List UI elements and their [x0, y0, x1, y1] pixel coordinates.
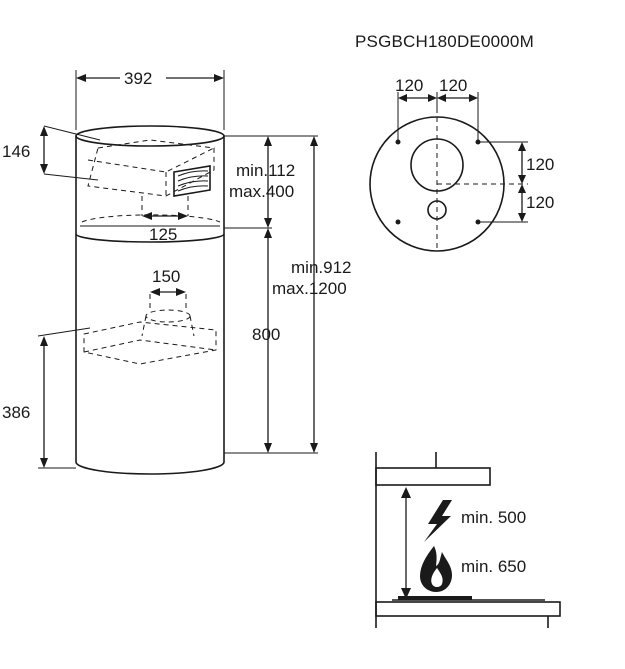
dim-outlet-width: 150 — [150, 267, 186, 296]
dim-chimney: min.112 max.400 — [224, 135, 318, 229]
plate-spacing-lower: 120 — [526, 193, 554, 212]
hood-top-ellipse — [75, 125, 225, 147]
dim-plate-horizontal: 120 120 — [395, 76, 479, 140]
cooktop — [375, 601, 561, 617]
flame-icon — [420, 546, 452, 592]
lightning-icon — [424, 500, 452, 542]
screw-hole — [475, 219, 481, 225]
gas-clearance-label: min. 650 — [461, 557, 526, 576]
plate-spacing-right: 120 — [439, 76, 467, 95]
duct-height-label: 146 — [2, 142, 30, 161]
model-code: PSGBCH180DE0000M — [355, 32, 534, 51]
electric-clearance-label: min. 500 — [461, 508, 526, 527]
vent-grille-icon — [173, 165, 211, 197]
dim-plate-vertical: 120 120 — [480, 141, 554, 223]
chimney-min-label: min.112 — [236, 161, 295, 180]
body-height-label: 800 — [252, 325, 280, 344]
total-min-label: min.912 — [291, 258, 351, 277]
chimney-max-label: max.400 — [229, 182, 294, 201]
chimney-joint-arc — [75, 233, 225, 243]
screw-hole — [395, 219, 401, 225]
dim-diameter: 392 — [75, 69, 225, 130]
screw-hole — [395, 139, 401, 145]
hood-side-view — [75, 125, 225, 475]
dim-duct-height: 146 — [2, 125, 101, 181]
hood-bottom-arc — [75, 461, 225, 475]
outlet-width-label: 150 — [152, 267, 180, 286]
outlet-height-label: 386 — [2, 403, 30, 422]
dim-total-height: min.912 max.1200 — [224, 136, 351, 454]
clearance-diagram: min. 500 min. 650 — [375, 452, 561, 628]
motor-outlet — [83, 294, 217, 365]
plate-spacing-upper: 120 — [526, 155, 554, 174]
dim-body-height: 800 — [224, 228, 280, 454]
diameter-label: 392 — [124, 69, 152, 88]
duct-width-label: 125 — [149, 225, 177, 244]
mounting-plate-view — [369, 108, 528, 252]
total-max-label: max.1200 — [272, 279, 347, 298]
duct-block — [81, 139, 221, 223]
hood-canopy — [375, 467, 491, 486]
dim-duct-width: 125 — [142, 212, 188, 244]
dim-outlet-height: 386 — [2, 327, 91, 469]
screw-hole — [475, 139, 481, 145]
plate-spacing-left: 120 — [395, 76, 423, 95]
